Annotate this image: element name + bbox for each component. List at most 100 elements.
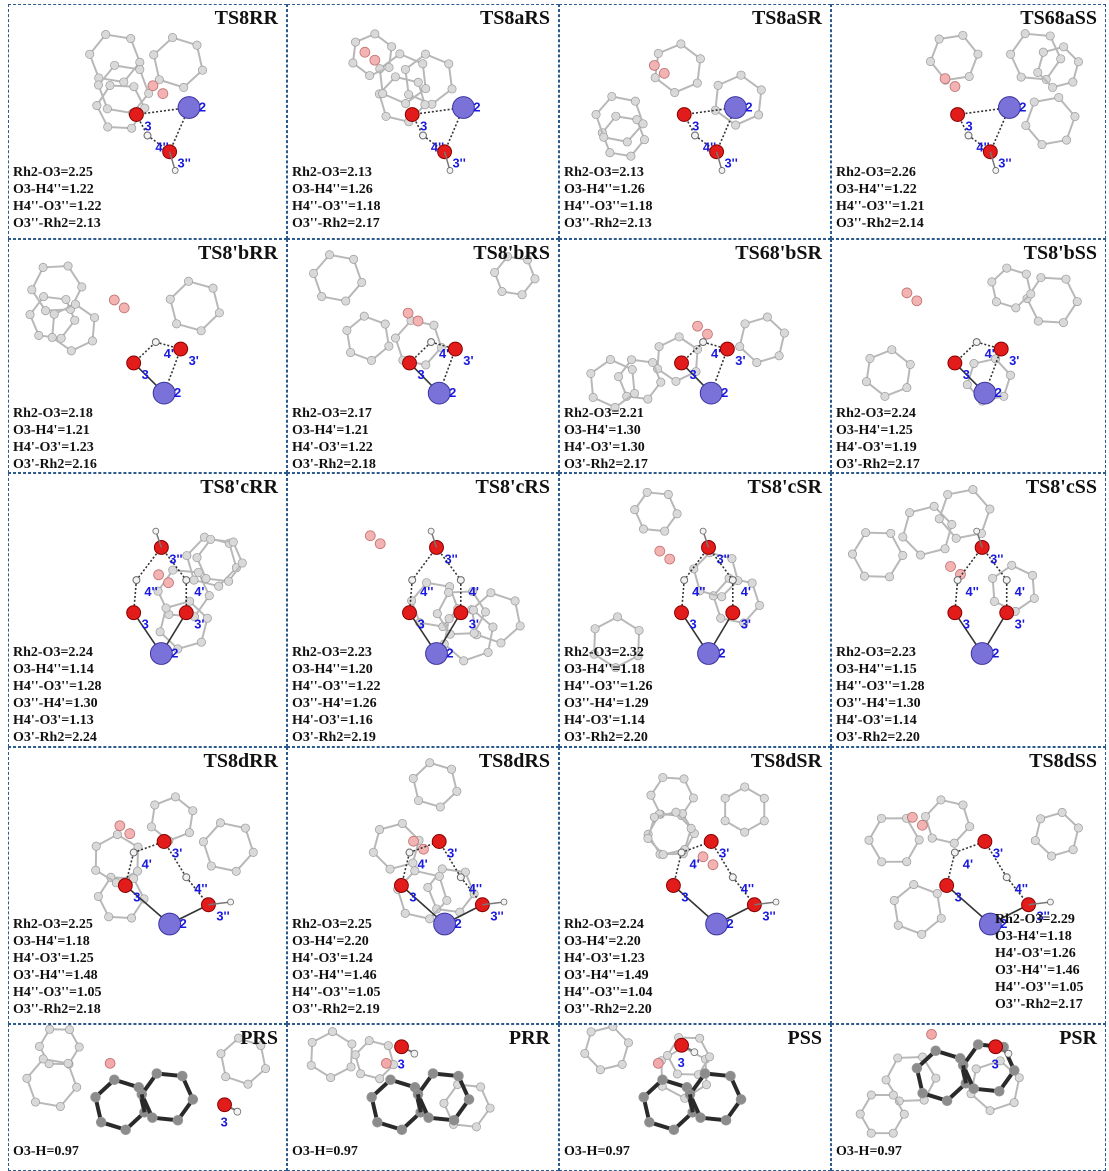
- phenyl-ring: [192, 534, 247, 586]
- ester-oxygen-atom: [664, 553, 676, 565]
- hydrogen-atom: [699, 527, 707, 535]
- atom-label: 3: [692, 118, 699, 133]
- atom-label: 3'': [444, 551, 457, 566]
- phenyl-ring: [22, 1054, 82, 1111]
- oxygen-atom: [947, 355, 963, 371]
- atom-label: 4'': [194, 881, 207, 896]
- atom-label: 2: [174, 385, 181, 400]
- molecule-drawing: 4'3'4''33''2: [864, 795, 1083, 939]
- bond: [411, 546, 438, 581]
- bond-distance: H4''-O3''=1.22: [13, 199, 102, 214]
- ester-oxygen-atom: [939, 73, 951, 84]
- atom-label: 3'': [725, 156, 738, 171]
- oxygen-atom: [674, 1037, 689, 1053]
- ester-oxygen-atom: [697, 851, 709, 863]
- phenyl-ring: [348, 29, 397, 81]
- hydrogen-atom: [446, 167, 454, 174]
- bond-distance: Rh2-O3=2.13: [292, 165, 372, 180]
- bond-distance: H4'-O3'=1.14: [836, 713, 917, 728]
- bond-distance: Rh2-O3=2.13: [564, 165, 644, 180]
- atom-label: 4': [142, 856, 152, 871]
- bond-distance: H4''-O3''=1.04: [564, 985, 653, 1000]
- atom-label: 4': [469, 584, 479, 599]
- bond-distance: O3''-Rh2=2.20: [564, 1002, 652, 1017]
- oxygen-atom: [950, 107, 966, 122]
- bond-distance: O3'-Rh2=2.17: [564, 457, 648, 472]
- atom-label: 3: [681, 889, 688, 904]
- phenyl-ring: [490, 252, 540, 300]
- phenyl-ring: [149, 33, 208, 92]
- bond-distance: H4''-O3''=1.05: [292, 985, 381, 1000]
- bond-distance: O3-H4''=1.14: [13, 662, 94, 677]
- oxygen-atom: [156, 834, 172, 849]
- hydrogen-atom: [500, 898, 508, 906]
- bond: [684, 106, 736, 116]
- ester-oxygen-atom: [408, 835, 419, 847]
- hydrogen-atom: [680, 576, 689, 585]
- bond: [683, 546, 710, 581]
- molecule-drawing: 34'3'2: [586, 312, 789, 412]
- bond-distance: O3-H4'=1.18: [995, 929, 1072, 944]
- bond-distance: Rh2-O3=2.23: [836, 645, 916, 660]
- hydrogen-atom: [1004, 1049, 1013, 1058]
- phenyl-ring: [580, 1025, 633, 1075]
- bond: [968, 134, 991, 153]
- ester-oxygen-atom: [380, 1057, 392, 1069]
- atom-label: 2: [992, 645, 999, 660]
- bond-distance: O3-H=0.97: [564, 1144, 630, 1159]
- ester-oxygen-atom: [911, 295, 923, 307]
- atom-label: 3: [689, 617, 696, 632]
- structure-title: TS68aSS: [1020, 7, 1097, 29]
- oxygen-atom: [217, 1097, 232, 1113]
- bond-distance: Rh2-O3=2.25: [13, 917, 93, 932]
- atom-label: 3: [409, 889, 416, 904]
- hydrogen-atom: [690, 1048, 699, 1057]
- molecule-drawing: 324''3'': [85, 30, 208, 174]
- phenyl-ring: [710, 70, 766, 130]
- bond-distance: O3-H4'=1.21: [292, 423, 369, 438]
- atom-label: 4': [164, 346, 174, 361]
- atom-label: 3: [417, 367, 424, 382]
- atom-label: 2: [449, 385, 456, 400]
- bond: [680, 580, 685, 613]
- structure-title: TS8dSS: [1029, 750, 1097, 772]
- hydrogen-atom: [143, 131, 152, 140]
- ester-oxygen-atom: [654, 545, 666, 557]
- atom-label: 4'': [469, 881, 482, 896]
- atom-label: 3: [142, 367, 149, 382]
- molecule-drawing: 4'3'4''33''2: [368, 758, 508, 936]
- atom-label: 4'': [692, 584, 705, 599]
- structure-title: TS8'bRR: [197, 242, 278, 264]
- bond-distance: H4''-O3''=1.21: [836, 199, 925, 214]
- bond: [710, 841, 734, 878]
- ester-oxygen-atom: [702, 328, 713, 340]
- bond: [707, 546, 734, 581]
- phenyl-ring: [864, 813, 924, 867]
- bond: [422, 134, 446, 153]
- phenyl-ring: [85, 30, 145, 87]
- bond-distance: O3-H4'=1.30: [564, 423, 641, 438]
- ester-oxygen-atom: [658, 68, 670, 79]
- hydrogen-atom: [456, 873, 465, 882]
- hydrogen-atom: [1002, 576, 1011, 585]
- bond-distance: H4'-O3'=1.14: [564, 713, 645, 728]
- atom-label: 3'': [169, 551, 182, 566]
- structure-title: TS8RR: [214, 7, 278, 29]
- carbon-skeleton-ring: [90, 1074, 150, 1136]
- oxygen-atom: [939, 878, 955, 893]
- bond-distance: H4''-O3''=1.28: [836, 679, 925, 694]
- hydrogen-atom: [699, 338, 708, 347]
- oxygen-atom: [674, 605, 689, 621]
- atom-label: 4': [194, 584, 204, 599]
- molecule-drawing: 3: [306, 1027, 495, 1136]
- ester-oxygen-atom: [652, 1057, 664, 1069]
- hydrogen-atom: [151, 338, 160, 347]
- bond-distance: H4'-O3'=1.16: [292, 713, 373, 728]
